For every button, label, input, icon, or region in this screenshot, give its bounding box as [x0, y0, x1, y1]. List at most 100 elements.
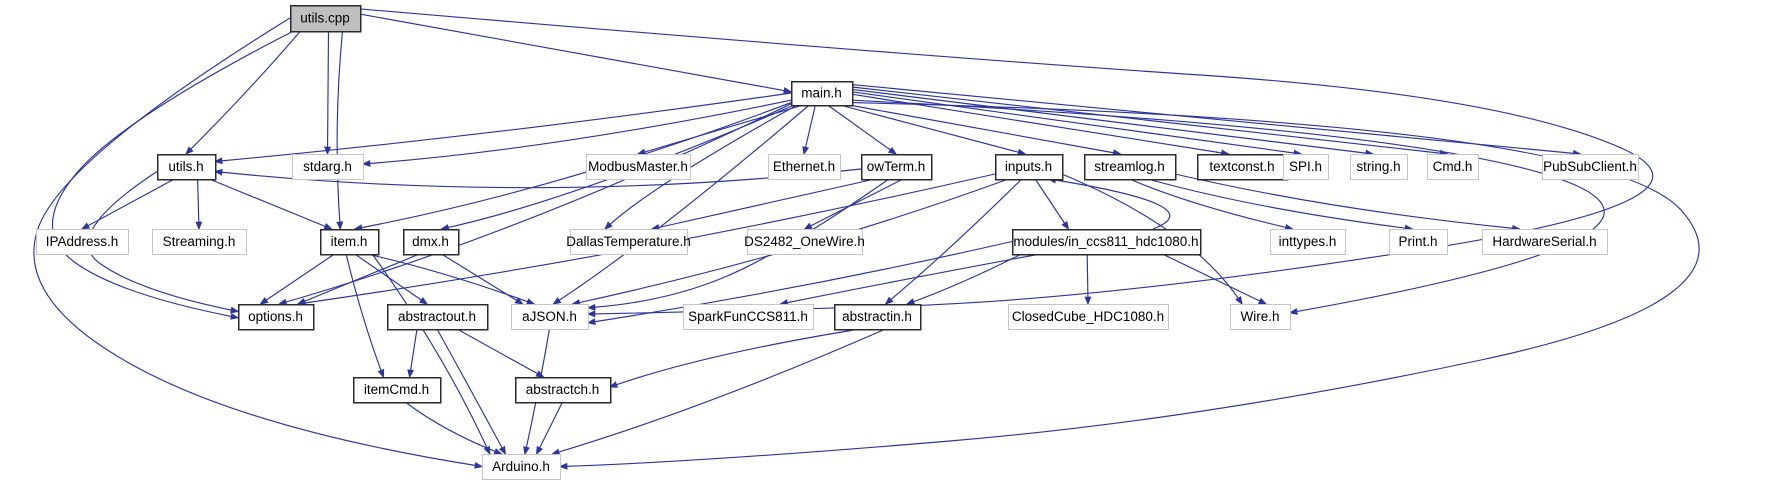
node-box-sparkfunccs811_h — [682, 303, 815, 331]
graph-node-wire_h: Wire.h — [1229, 303, 1292, 331]
edge-owterm_h-to-ds2482_onewire_h — [803, 178, 904, 230]
node-label-hardwareserial_h: HardwareSerial.h — [1492, 234, 1596, 249]
edge-utils_h-to-options_h — [87, 171, 240, 314]
edge-utils_cpp-to-utils_h — [185, 30, 301, 155]
graph-node-ethernet_h: Ethernet.h — [767, 153, 842, 181]
edge-modules_in_ccs811_hdc1080_h-to-ajson_h — [586, 240, 1013, 326]
node-box-ethernet_h — [767, 153, 842, 181]
node-label-pubsubclient_h: PubSubClient.h — [1543, 159, 1637, 174]
node-box-print_h — [1388, 228, 1449, 256]
node-label-arduino_h: Arduino.h — [492, 459, 550, 474]
node-box-wire_h — [1229, 303, 1292, 331]
edge-main_h-to-arduino_h — [558, 102, 1700, 470]
graph-node-owterm_h[interactable]: owTerm.h — [860, 153, 933, 181]
graph-node-print_h: Print.h — [1388, 228, 1449, 256]
graph-node-ipaddress_h: IPAddress.h — [35, 228, 130, 256]
node-box-dallastemperature_h — [569, 228, 689, 256]
graph-node-utils_h[interactable]: utils.h — [156, 153, 217, 181]
edge-main_h-to-utils_h — [213, 92, 792, 165]
node-label-owterm_h: owTerm.h — [867, 159, 926, 174]
graph-node-options_h[interactable]: options.h — [237, 303, 315, 331]
node-box-abstractout_h — [386, 303, 489, 331]
node-box-hardwareserial_h — [1481, 228, 1609, 256]
graph-node-dallastemperature_h: DallasTemperature.h — [566, 228, 691, 256]
graph-node-stdarg_h: stdarg.h — [291, 153, 365, 181]
edge-abstractout_h-to-itemcmd_h — [407, 328, 418, 379]
node-box-options_h — [237, 303, 315, 331]
edge-dmx_h-to-ajson_h — [441, 253, 524, 305]
graph-node-spi_h: SPI.h — [1282, 153, 1330, 181]
graph-node-pubsubclient_h: PubSubClient.h — [1541, 153, 1640, 181]
graph-node-modules_in_ccs811_hdc1080_h[interactable]: modules/in_ccs811_hdc1080.h — [1011, 228, 1202, 256]
graph-node-arduino_h: Arduino.h — [481, 453, 562, 481]
node-label-print_h: Print.h — [1398, 234, 1437, 249]
edge-modules_in_ccs811_hdc1080_h-to-abstractin_h — [905, 253, 1022, 305]
node-label-string_h: string.h — [1356, 159, 1400, 174]
graph-node-utils_cpp[interactable]: utils.cpp — [289, 4, 362, 33]
edge-main_h-to-ajson_h — [552, 104, 810, 305]
node-box-ds2482_onewire_h — [746, 228, 864, 256]
node-label-item_h: item.h — [331, 234, 368, 249]
node-label-streamlog_h: streamlog.h — [1094, 159, 1165, 174]
edge-main_h-to-item_h — [353, 102, 792, 232]
graph-node-textconst_h[interactable]: textconst.h — [1196, 153, 1289, 181]
edge-main_h-to-pubsubclient_h — [851, 84, 1582, 157]
node-box-itemcmd_h — [352, 376, 442, 404]
node-label-stdarg_h: stdarg.h — [303, 159, 352, 174]
edge-dmx_h-to-options_h — [296, 253, 420, 305]
edge-streamlog_h-to-print_h — [1147, 178, 1414, 232]
node-box-textconst_h — [1196, 153, 1289, 181]
node-label-dmx_h: dmx.h — [412, 234, 449, 249]
edge-utils_cpp-to-options_h — [52, 30, 294, 320]
edge-abstractin_h-to-arduino_h — [550, 328, 886, 456]
graph-node-streamlog_h[interactable]: streamlog.h — [1083, 153, 1177, 181]
graph-node-itemcmd_h[interactable]: itemCmd.h — [352, 376, 442, 404]
edge-abstractout_h-to-arduino_h — [436, 328, 507, 456]
node-box-streamlog_h — [1083, 153, 1177, 181]
node-label-ipaddress_h: IPAddress.h — [46, 234, 119, 249]
edge-streamlog_h-to-hardwareserial_h — [1174, 173, 1521, 232]
node-box-inputs_h — [994, 153, 1064, 181]
graph-node-abstractin_h[interactable]: abstractin.h — [833, 303, 922, 331]
edge-modules_in_ccs811_hdc1080_h-to-closedcube_hdc1080_h — [1084, 253, 1092, 306]
node-box-pubsubclient_h — [1541, 153, 1640, 181]
node-label-spi_h: SPI.h — [1289, 159, 1322, 174]
edge-utils_h-to-streaming_h — [195, 178, 203, 231]
node-label-streaming_h: Streaming.h — [163, 234, 236, 249]
graph-node-closedcube_hdc1080_h: ClosedCube_HDC1080.h — [1007, 303, 1170, 331]
graph-node-inttypes_h: inttypes.h — [1269, 228, 1347, 256]
edge-inputs_h-to-modules_in_ccs811_hdc1080_h — [1034, 178, 1070, 231]
edge-utils_cpp-to-main_h — [359, 13, 793, 94]
node-box-spi_h — [1282, 153, 1330, 181]
graph-node-dmx_h[interactable]: dmx.h — [402, 228, 460, 256]
edge-utils_h-to-ipaddress_h — [80, 178, 175, 230]
node-label-utils_h: utils.h — [168, 159, 203, 174]
node-box-ajson_h — [510, 303, 590, 331]
edge-main_h-to-cmd_h — [851, 86, 1449, 157]
node-label-modbusmaster_h: ModbusMaster.h — [588, 159, 688, 174]
graph-node-inputs_h[interactable]: inputs.h — [994, 153, 1064, 181]
edge-main_h-to-owterm_h — [827, 104, 898, 155]
node-label-abstractin_h: abstractin.h — [842, 309, 912, 324]
edge-utils_h-to-item_h — [208, 178, 333, 230]
graph-node-abstractch_h[interactable]: abstractch.h — [514, 376, 612, 404]
edge-modules_in_ccs811_hdc1080_h-to-wire_h — [1162, 253, 1268, 305]
node-label-inttypes_h: inttypes.h — [1279, 234, 1337, 249]
node-box-utils_h — [156, 153, 217, 181]
graph-node-main_h[interactable]: main.h — [790, 80, 854, 107]
edge-item_h-to-ajson_h — [366, 253, 536, 305]
graph-node-item_h[interactable]: item.h — [319, 228, 380, 256]
graph-node-sparkfunccs811_h: SparkFunCCS811.h — [682, 303, 815, 331]
node-box-modbusmaster_h — [585, 153, 692, 181]
graph-node-hardwareserial_h: HardwareSerial.h — [1481, 228, 1609, 256]
edge-main_h-to-stdarg_h — [361, 99, 792, 167]
edge-owterm_h-to-ajson_h — [586, 178, 890, 311]
node-box-modules_in_ccs811_hdc1080_h — [1011, 228, 1202, 256]
node-label-ethernet_h: Ethernet.h — [773, 159, 835, 174]
node-label-itemcmd_h: itemCmd.h — [364, 382, 429, 397]
node-box-abstractin_h — [833, 303, 922, 331]
edge-owterm_h-to-dallastemperature_h — [650, 178, 876, 231]
graph-node-abstractout_h[interactable]: abstractout.h — [386, 303, 489, 331]
